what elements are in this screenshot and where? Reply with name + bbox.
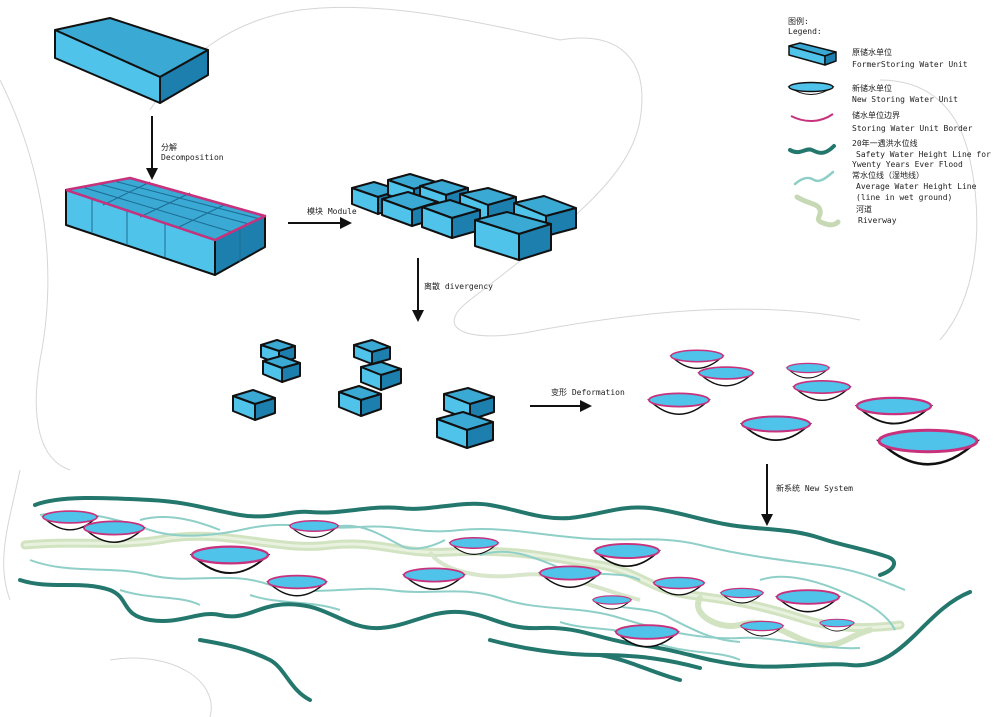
label-deformation: 变形 Deformation bbox=[551, 387, 625, 397]
legend-item-2-zh: 储水单位边界 bbox=[852, 110, 900, 120]
border-line-icon bbox=[790, 113, 834, 122]
legend-item-5-zh: 河道 bbox=[856, 204, 872, 214]
decomposed-grid-box bbox=[65, 176, 267, 276]
legend-item-0-en: FormerStoring Water Unit bbox=[852, 60, 968, 69]
box-icon bbox=[788, 42, 837, 66]
average-line-icon bbox=[793, 170, 835, 186]
arrow-new-system bbox=[761, 464, 773, 526]
arrow-deformation bbox=[530, 400, 592, 412]
legend-title-en: Legend: bbox=[788, 27, 822, 36]
arrow-decomposition bbox=[146, 116, 158, 180]
label-new-system: 新系统 New System bbox=[776, 483, 853, 493]
legend-item-3-en: Safety Water Height Line for bbox=[856, 150, 991, 159]
arrow-module bbox=[288, 217, 352, 229]
legend-item-4-en: Average Water Height Line bbox=[856, 182, 977, 191]
legend-title: 图例: bbox=[788, 16, 809, 26]
label-decomposition-en: Decomposition bbox=[161, 153, 224, 162]
legend-item-4-en2: (line in wet ground) bbox=[856, 193, 952, 202]
legend: 图例: Legend: 原储水单位 FormerStoring Water Un… bbox=[787, 16, 991, 228]
legend-item-2-en: Storing Water Unit Border bbox=[852, 124, 973, 133]
safety-line-icon bbox=[788, 144, 836, 155]
background-contours bbox=[0, 6, 978, 717]
bowl-icon bbox=[787, 81, 835, 95]
legend-item-1-en: New Storing Water Unit bbox=[852, 95, 958, 104]
label-decomposition-zh: 分解 bbox=[161, 142, 177, 152]
legend-item-3-zh: 20年一遇洪水位线 bbox=[852, 138, 918, 148]
legend-item-0-zh: 原储水单位 bbox=[852, 47, 892, 57]
legend-item-3-en2: Ywenty Years Ever Flood bbox=[852, 160, 963, 169]
safety-water-lines bbox=[18, 495, 972, 702]
riverway-icon bbox=[794, 194, 841, 228]
average-water-lines bbox=[29, 511, 906, 661]
label-module: 模块 Module bbox=[307, 206, 357, 216]
former-water-unit-box bbox=[54, 17, 209, 104]
new-system-landscape bbox=[18, 495, 972, 702]
label-divergency: 离散 divergency bbox=[424, 281, 493, 291]
legend-item-4-zh: 常水位线（湿地线） bbox=[852, 170, 924, 180]
scattered-boxes bbox=[232, 339, 495, 449]
module-boxes bbox=[351, 173, 577, 261]
arrow-divergency bbox=[412, 258, 424, 322]
legend-item-1-zh: 新储水单位 bbox=[852, 83, 892, 93]
legend-item-5-en: Riverway bbox=[858, 216, 897, 225]
new-water-units bbox=[648, 349, 979, 466]
